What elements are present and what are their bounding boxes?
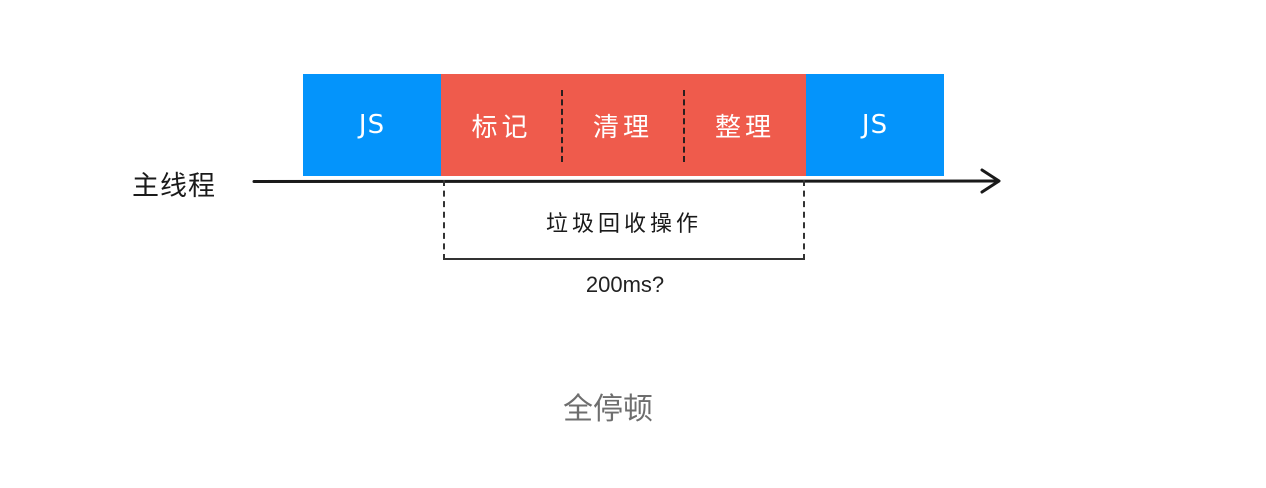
gc-phase-compact: 整理 — [714, 112, 775, 143]
phase-divider — [683, 90, 685, 162]
arrow-head-icon — [980, 168, 1001, 194]
timeline-arrow — [252, 168, 1001, 194]
js-block-left: JS — [303, 74, 441, 176]
duration-label: 200ms? — [585, 272, 665, 297]
js-block-right: JS — [806, 74, 944, 176]
timeline-line-sketch — [255, 180, 995, 183]
gc-phase-sweep: 清理 — [592, 112, 653, 143]
phase-divider — [561, 90, 563, 162]
gc-duration-bracket: 垃圾回收操作 — [443, 180, 805, 260]
js-block-right-label: JS — [861, 110, 889, 140]
figure-caption: 全停顿 — [563, 392, 653, 427]
gc-phase-mark: 标记 — [471, 112, 532, 143]
gc-block: 标记 清理 整理 — [441, 74, 806, 176]
main-thread-label: 主线程 — [132, 171, 216, 202]
js-block-left-label: JS — [358, 110, 386, 140]
gc-operation-label: 垃圾回收操作 — [545, 212, 702, 237]
